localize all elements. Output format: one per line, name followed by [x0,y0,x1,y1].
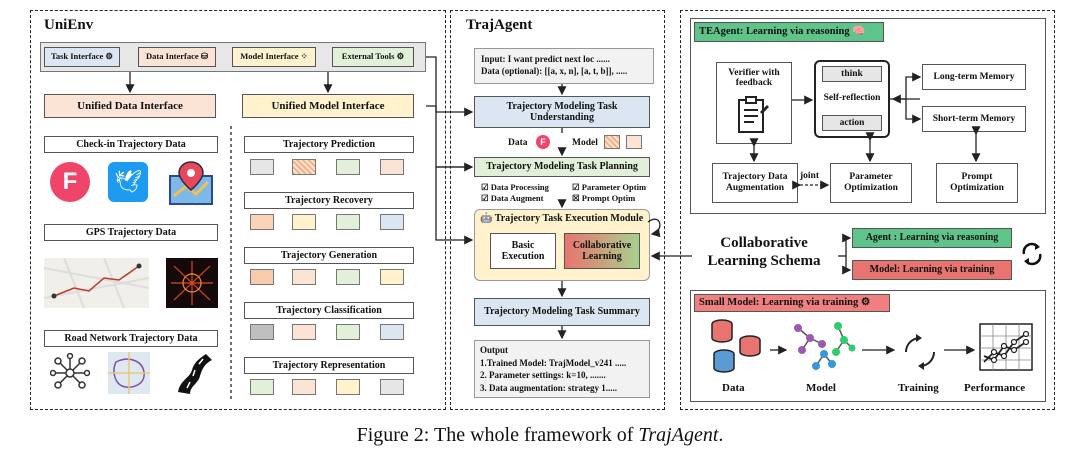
check-prompt-optim: ☒ Prompt Optim [572,193,636,203]
figure-caption: Figure 2: The whole framework of TrajAge… [356,424,724,446]
model-square [380,159,404,175]
trajectory-classification-header: Trajectory Classification [244,302,414,319]
foursquare-small-icon: F [536,135,550,149]
model-square [292,159,316,175]
small-model-title: Small Model: Learning via training ⚙ [694,294,890,312]
clipboard-icon [738,96,769,133]
model-square [250,269,274,285]
external-tools: External Tools ⚙ [332,47,414,67]
model-square [292,214,316,230]
unified-model-interface: Unified Model Interface [242,94,414,118]
model-swatch-n [626,135,642,149]
agent-reasoning-box: Agent : Learning via reasoning [852,228,1012,248]
foursquare-icon: F [50,162,90,202]
check-data-processing: ☑ Data Processing [481,182,549,192]
gps-data-header: GPS Trajectory Data [44,224,218,241]
graph-network-icon [50,353,90,389]
unified-data-interface: Unified Data Interface [44,94,216,118]
check-parameter-optim: ☑ Parameter Optim [572,182,647,192]
unienv-panel [30,10,446,410]
trajectory-prediction-header: Trajectory Prediction [244,136,414,153]
task-understanding-box: Trajectory Modeling Task Understanding [474,96,650,128]
data-interface: Data Interface ⛁ [138,47,216,67]
unienv-title: UniEnv [44,17,94,33]
model-swatch-m [604,135,620,149]
checkin-data-header: Check-in Trajectory Data [44,136,218,153]
model-square [250,379,274,395]
small-model-label-training: Training [898,382,939,394]
right-panel [680,10,1055,410]
database-icons [711,319,761,373]
task-interface: Task Interface ⚙ [44,47,120,67]
neural-network-icon [794,322,856,370]
teagent-title: TEAgent: Learning via reasoning 🧠 [694,22,884,42]
model-square [336,379,360,395]
trajagent-panel [450,10,665,410]
model-square [336,269,360,285]
model-square [250,159,274,175]
performance-chart-icon [979,323,1033,371]
model-square [380,269,404,285]
prompt-optimization-box: Prompt Optimization [936,163,1018,203]
task-summary-box: Trajectory Modeling Task Summary [474,298,650,326]
road-data-header: Road Network Trajectory Data [44,330,218,347]
model-square [250,214,274,230]
data-label: Data [508,138,528,148]
small-model-label-performance: Performance [964,382,1026,394]
self-reflection-box [814,60,890,138]
road-map-image [108,352,150,394]
small-model-panel [690,290,1046,402]
cycle-icon [1022,242,1042,266]
model-square [336,159,360,175]
map-pin-icon [169,161,213,205]
trajectory-generation-header: Trajectory Generation [244,247,414,264]
teagent-panel [690,18,1046,214]
model-square [380,379,404,395]
task-planning-box: Trajectory Modeling Task Planning [474,157,650,177]
gps-heatmap-image [166,258,218,308]
model-training-box: Model: Learning via training [852,260,1012,280]
input-box: Input: I want predict next loc ...... Da… [474,48,654,84]
joint-label: joint [800,171,819,181]
model-square [380,214,404,230]
model-label: Model [572,138,598,148]
execution-module-title: 🤖 Trajectory Task Execution Module [480,213,644,224]
model-square [250,324,274,340]
trajectory-recovery-header: Trajectory Recovery [244,192,414,209]
think-box: think [822,66,882,82]
model-square [336,324,360,340]
model-interface: Model Interface ⁘ [232,47,316,67]
model-square [292,324,316,340]
parameter-optimization-box: Parameter Optimization [830,163,912,203]
model-square [336,214,360,230]
training-cycle-icon [905,334,935,370]
model-square [380,324,404,340]
long-term-memory-box: Long-term Memory [922,64,1026,90]
small-model-label-data: Data [722,382,745,394]
verifier-label: Verifier with feedback [728,68,780,88]
action-box: action [822,115,882,131]
road-icon [178,354,212,394]
check-data-augment: ☑ Data Augment [481,193,544,203]
model-square [292,379,316,395]
gps-map-image [44,258,149,308]
basic-execution-box: Basic Execution [490,233,556,269]
output-box: Output 1.Trained Model: TrajModel_v241 .… [474,340,650,398]
twitter-icon: 🕊 [108,162,148,202]
trajectory-representation-header: Trajectory Representation [244,357,414,374]
collaborative-learning-box: Collaborative Learning [564,233,640,269]
small-model-label-model: Model [806,382,836,394]
trajagent-title: TrajAgent [466,17,533,33]
model-square [292,269,316,285]
schema-title: Collaborative Learning Schema [707,235,821,269]
self-reflection-label: Self-reflection [823,93,881,103]
